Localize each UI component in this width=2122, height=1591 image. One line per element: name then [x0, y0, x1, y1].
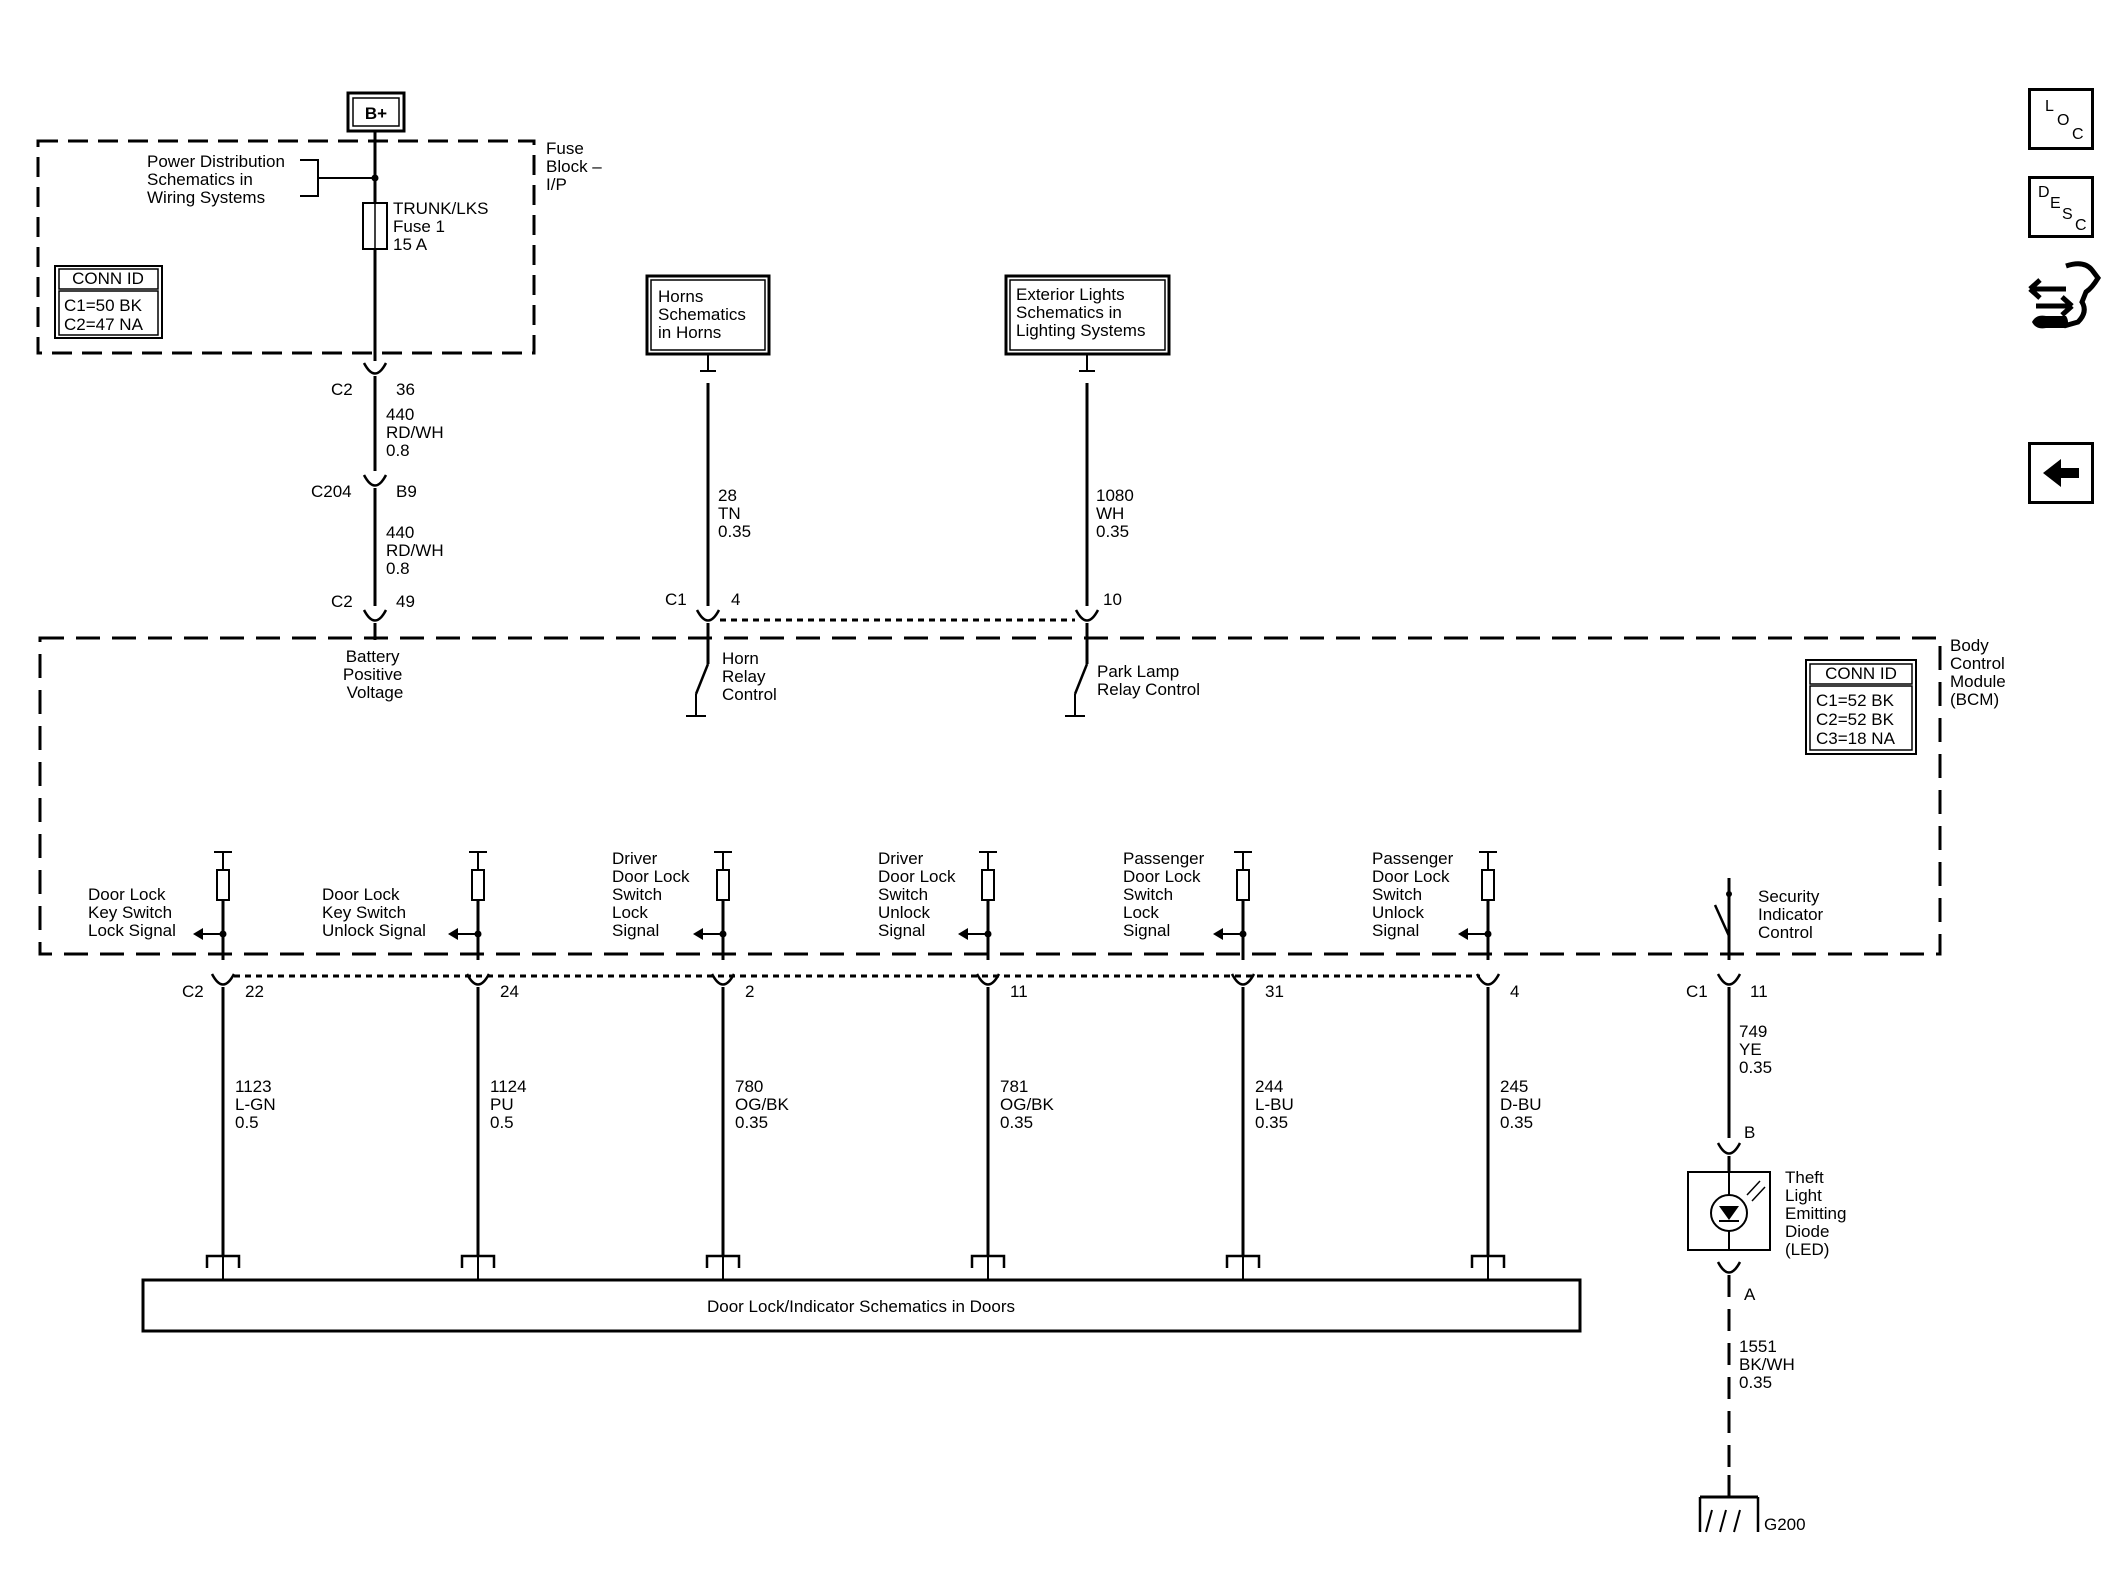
desc-button[interactable]: D E S C	[2028, 176, 2094, 238]
fuse-label: TRUNK/LKS Fuse 1 15 A	[393, 199, 493, 254]
bcm-name-label: Body Control Module (BCM)	[1950, 636, 2011, 709]
power-source-label: B+	[365, 104, 387, 123]
input-circuit-3	[693, 851, 741, 1280]
theft-led-label: Theft Light Emitting Diode (LED)	[1785, 1168, 1851, 1259]
back-button[interactable]	[2028, 442, 2094, 504]
input-circuits	[193, 851, 1506, 1280]
park-lamp-relay-control-label: Park Lamp Relay Control	[1097, 662, 1200, 699]
security-wire-label: 749 YE 0.35	[1739, 1022, 1772, 1077]
desc-letter-e: E	[2050, 195, 2061, 212]
fuse-conn-id-title: CONN ID	[72, 269, 144, 288]
power-distribution-ref: Power Distribution Schematics in Wiring …	[147, 152, 290, 207]
exterior-lights-ref-label: Exterior Lights Schematics in Lighting S…	[1016, 285, 1145, 340]
ground-g200-label: G200	[1764, 1515, 1806, 1534]
feed-wire-1: 440 RD/WH 0.8	[386, 405, 448, 460]
input-pin-4: 11	[1010, 982, 1028, 1001]
input-pin-5: 31	[1265, 982, 1284, 1001]
security-pin: 11	[1750, 982, 1768, 1001]
led-pin-a: A	[1744, 1285, 1756, 1304]
c204-label: C204	[311, 482, 352, 501]
fuse-block-name: Fuse Block – I/P	[546, 139, 606, 194]
input-circuit-1	[193, 851, 241, 1280]
park-wire-label: 1080 WH 0.35	[1096, 486, 1139, 541]
security-indicator-label: Security Indicator Control	[1758, 887, 1828, 942]
c1-connector-label: C1	[665, 590, 687, 609]
input-circuit-2	[448, 851, 496, 1280]
bcm-outline	[38, 636, 1942, 956]
feed-wire-2: 440 RD/WH 0.8	[386, 523, 448, 578]
bcm-conn-id-title: CONN ID	[1825, 664, 1897, 683]
doors-ref-box	[141, 1278, 1582, 1333]
loc-letter-l: L	[2045, 98, 2054, 115]
input-pin-2: 24	[500, 982, 519, 1001]
ground-wire-label: 1551 BK/WH 0.35	[1739, 1337, 1799, 1392]
horn-wire-label: 28 TN 0.35	[718, 486, 751, 541]
c1-pin-10: 10	[1103, 590, 1122, 609]
c2-connector-label-2: C2	[331, 592, 353, 611]
horn-relay-control-label: Horn Relay Control	[722, 649, 777, 704]
fuse-block-outline	[36, 139, 536, 355]
bcm-conn-id-lines: C1=52 BK C2=52 BK C3=18 NA	[1816, 691, 1899, 748]
c2-inputs-connector-label: C2	[182, 982, 204, 1001]
loc-letter-o: O	[2057, 112, 2070, 129]
led-pin-b: B	[1744, 1123, 1755, 1142]
fuse-conn-id-lines: C1=50 BK C2=47 NA	[64, 296, 147, 334]
horns-ref-label: Horns Schematics in Horns	[658, 287, 751, 342]
security-connector-label: C1	[1686, 982, 1708, 1001]
desc-letter-s: S	[2062, 206, 2073, 223]
input-pin-3: 2	[745, 982, 754, 1001]
repair-procedure-icon[interactable]	[2026, 256, 2102, 336]
battery-positive-voltage-label: Battery Positive Voltage	[343, 647, 407, 702]
c1-pin-4: 4	[731, 590, 740, 609]
c2-pin-36: 36	[396, 380, 415, 399]
loc-button[interactable]: L O C	[2028, 88, 2094, 150]
input-circuit-5	[1213, 851, 1261, 1280]
input-pin-1: 22	[245, 982, 264, 1001]
desc-letter-c: C	[2075, 217, 2087, 234]
back-arrow-icon	[2043, 459, 2079, 487]
doors-ref-label: Door Lock/Indicator Schematics in Doors	[707, 1297, 1015, 1316]
input-circuit-4	[958, 851, 1006, 1280]
input-pin-6: 4	[1510, 982, 1519, 1001]
desc-letter-d: D	[2038, 184, 2050, 201]
c204-pin: B9	[396, 482, 417, 501]
c2-pin-49: 49	[396, 592, 415, 611]
input-circuit-6	[1458, 851, 1506, 1280]
c2-connector-label: C2	[331, 380, 353, 399]
loc-letter-c: C	[2072, 126, 2084, 143]
